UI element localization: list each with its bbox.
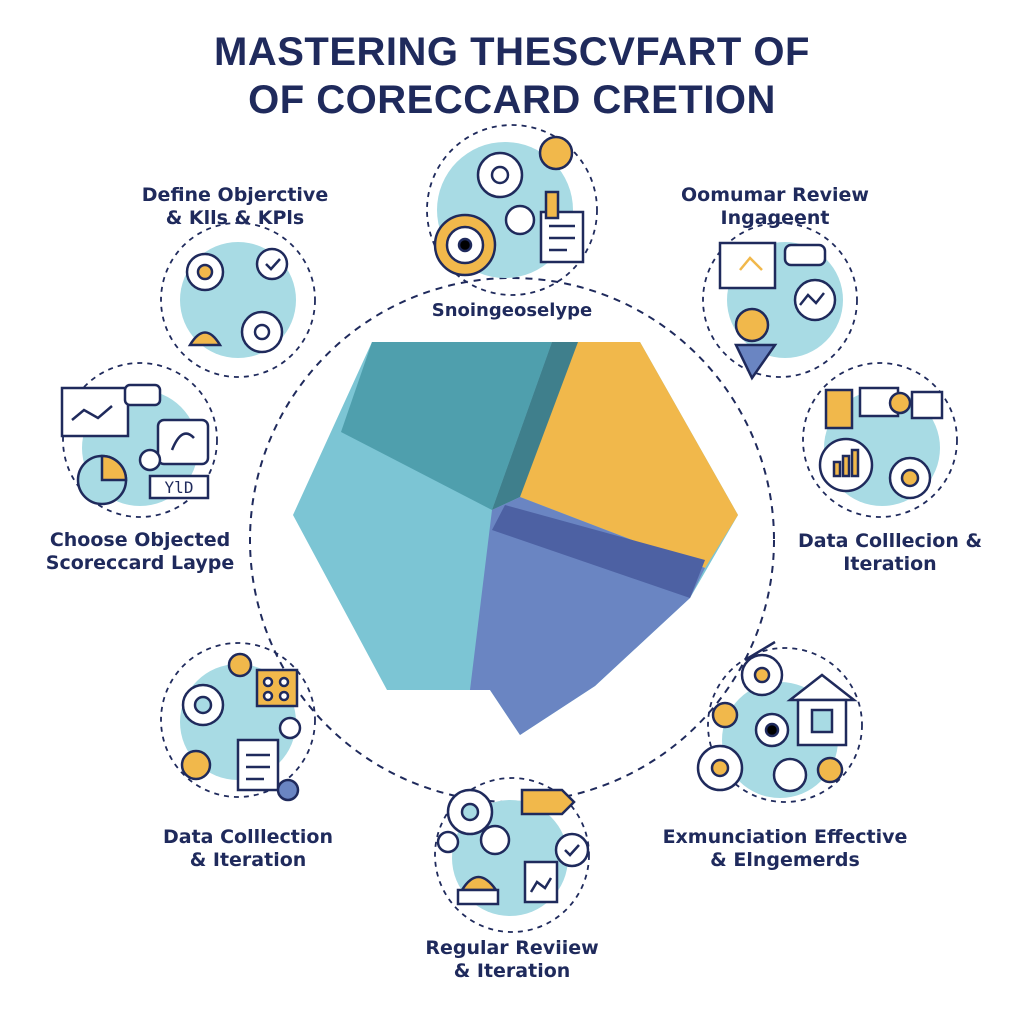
- polygon-segment-blue-dark: [492, 505, 705, 598]
- badge-text: YlD: [165, 478, 194, 497]
- node-dashed-circle: [802, 362, 958, 518]
- polygon-segment-teal: [341, 342, 552, 510]
- node-dashed-circle: [160, 222, 316, 378]
- label-line: Oomumar Review: [681, 184, 869, 206]
- center-label: Snoingeoselype: [431, 300, 593, 321]
- node-dashed-circle: [160, 642, 316, 798]
- node-consumer-review: [702, 222, 858, 381]
- label-line: Regular Reviiew: [425, 937, 599, 959]
- label-line: & Elngemerds: [710, 849, 860, 871]
- node-dashed-circle: [707, 647, 863, 803]
- gears-document-icon: [433, 135, 585, 277]
- page-title-line-1: MASTERING THESCVFART OF: [214, 30, 810, 74]
- bar-chart-gear-icon: [818, 386, 944, 500]
- node-data-collection-right: [802, 362, 958, 518]
- house-gears-icon: [696, 640, 858, 793]
- node-label-exmunciation-effective: Exmunciation Effective & Elngemerds: [640, 826, 930, 872]
- label-line: Choose Objected: [49, 529, 231, 551]
- dashboard-chart-icon: [718, 241, 837, 381]
- main-dashed-ring: [249, 277, 775, 803]
- label-line: Data Colllecion &: [797, 530, 983, 552]
- polygon-segment-dark-strip: [492, 342, 578, 510]
- node-top-center: [426, 124, 598, 296]
- review-gears-icon: [436, 788, 590, 906]
- node-label-consumer-review: Oomumar Review Ingageent: [660, 184, 890, 230]
- node-exmunciation-effective: [696, 640, 863, 803]
- polygon-segment-yellow: [520, 342, 738, 568]
- node-regular-review: [434, 777, 590, 933]
- label-line: Exmunciation Effective: [662, 826, 908, 848]
- node-dashed-circle: [62, 362, 218, 518]
- label-line: Data Colllection: [163, 826, 333, 848]
- node-label-data-collection-right: Data Colllecion & Iteration: [770, 530, 1010, 576]
- label-line: & Iteration: [453, 960, 571, 982]
- central-polygon: [293, 342, 738, 735]
- label-line: & Klls & KPls: [165, 207, 305, 229]
- node-dashed-circle: [434, 777, 590, 933]
- label-line: & Iteration: [189, 849, 307, 871]
- node-dashed-circle: [426, 124, 598, 296]
- label-line: Define Objerctive: [141, 184, 329, 206]
- gear-board-icon: [180, 652, 302, 802]
- node-label-choose-objected: Choose Objected Scoreccard Laype: [20, 529, 260, 575]
- label-line: Iteration: [843, 553, 937, 575]
- node-label-regular-review: Regular Reviiew & Iteration: [392, 937, 632, 983]
- node-label-define-objective: Define Objerctive & Klls & KPls: [120, 184, 350, 230]
- monitor-pie-chart-icon: [60, 383, 210, 506]
- node-dashed-circle: [702, 222, 858, 378]
- node-define-objective: [160, 222, 316, 378]
- page-title-line-2: OF CORECCARD CRETION: [248, 78, 776, 122]
- gears-target-icon: [185, 247, 289, 354]
- node-label-data-collection-left: Data Colllection & Iteration: [128, 826, 368, 872]
- node-choose-objected: YlD: [60, 362, 218, 518]
- label-line: Ingageent: [720, 207, 830, 229]
- label-line: Scoreccard Laype: [45, 552, 235, 574]
- node-data-collection-left: [160, 642, 316, 802]
